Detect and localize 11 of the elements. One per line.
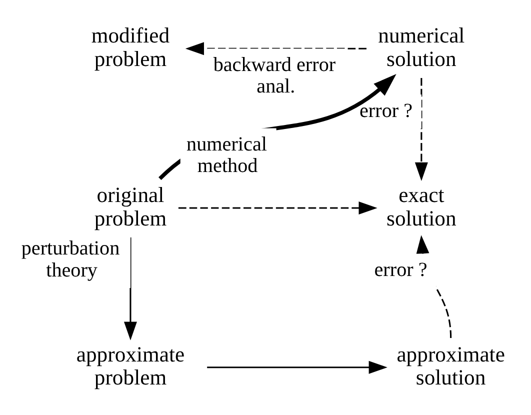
node-text: exact solution <box>386 182 456 230</box>
edge-label: backward error anal. <box>213 53 336 98</box>
node-text: original problem <box>94 182 167 230</box>
node-text: approximate problem <box>76 342 185 390</box>
edge-label: numerical method <box>186 133 267 177</box>
edge-label: error ? <box>374 258 428 281</box>
node-text: modified problem <box>91 23 170 70</box>
edge-label: error ? <box>360 99 413 122</box>
edge-label: perturbation theory <box>21 237 120 281</box>
node-text: approximate solution <box>396 342 505 390</box>
node-text: numerical solution <box>378 23 465 70</box>
